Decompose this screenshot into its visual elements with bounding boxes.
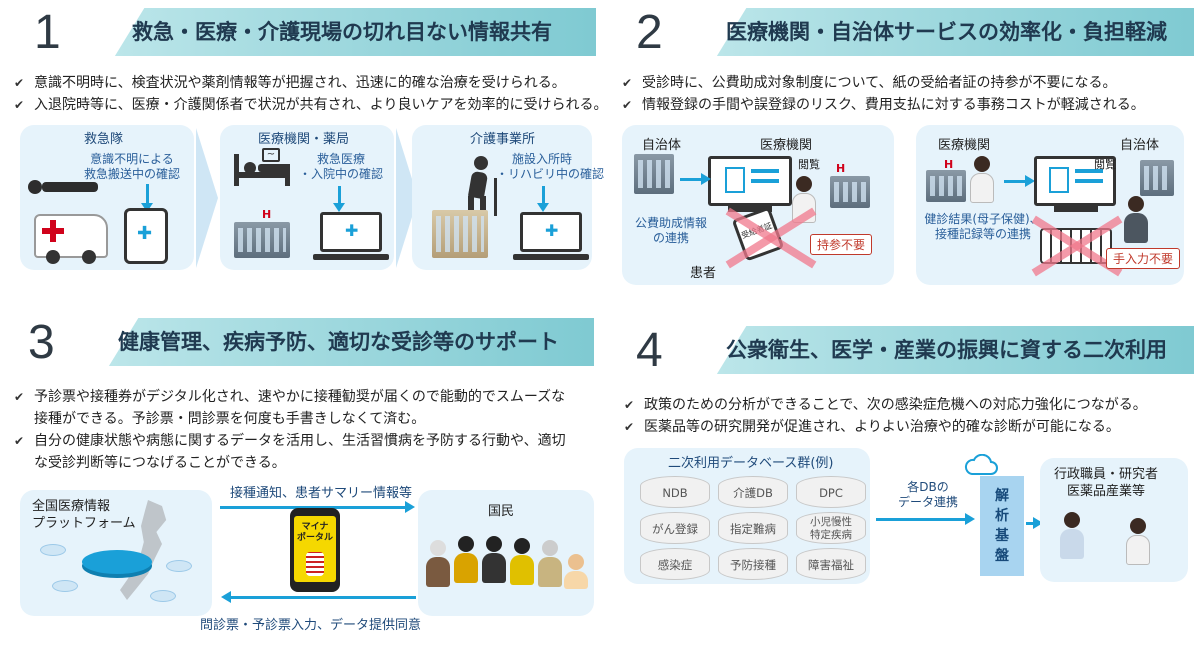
column-heading: 介護事業所: [470, 132, 536, 147]
database-cylinder: がん登録: [640, 512, 710, 544]
ambulance-icon: [34, 214, 108, 264]
down-arrow-icon: [333, 186, 345, 212]
stretcher-person-icon: [28, 176, 98, 196]
section-1-title: 救急・医療・介護現場の切れ目ない情報共有: [132, 20, 552, 44]
analysis-platform: 解 析 基 盤: [980, 476, 1024, 576]
column-heading: 医療機関・薬局: [258, 132, 350, 147]
database-cylinder: 小児慢性 特定疾病: [796, 512, 866, 544]
column-note: 救急医療 ・入院中の確認: [298, 152, 383, 181]
db-title: 二次利用データベース群(例): [668, 456, 834, 471]
staff-icon: [1124, 196, 1148, 243]
section-3-header: 3 健康管理、疾病予防、適切な受診等のサポート: [14, 312, 594, 374]
bullet: 自分の健康状態や病態に関するデータを活用し、生活習慣病を予防する行動や、適切な受…: [14, 430, 574, 474]
citizens-group-icon: [424, 536, 588, 596]
building-icon: [830, 176, 870, 208]
panel-label: 自治体: [642, 138, 682, 153]
app-label: マイナ ポータル: [296, 522, 333, 543]
patient-label: 患者: [690, 266, 717, 281]
column-note: 意識不明による 救急搬送中の確認: [83, 152, 180, 181]
bullet: 予診票や接種券がデジタル化され、速やかに接種勧奨が届くので能動的でスムーズな接種…: [14, 386, 574, 430]
link-note: 公費助成情報 の連携: [634, 216, 707, 245]
link-label: 各DBの データ連携: [897, 480, 958, 509]
monitor-icon: [708, 156, 792, 206]
panel-label: 医療機関: [760, 138, 813, 153]
building-icon: [926, 170, 966, 202]
section-2-bullets: 受診時に、公費助成対象制度について、紙の受給者証の持参が不要になる。 情報登録の…: [622, 72, 1182, 116]
citizens-label: 国民: [488, 504, 515, 519]
users-label: 行政職員・研究者 医薬品産業等: [1054, 467, 1159, 499]
section-3-title: 健康管理、疾病予防、適切な受診等のサポート: [118, 330, 559, 354]
bullet: 医薬品等の研究開発が促進され、よりよい治療や的確な診断が可能になる。: [624, 416, 1184, 438]
bullet: 受診時に、公費助成対象制度について、紙の受給者証の持参が不要になる。: [622, 72, 1182, 94]
bullet: 政策のための分析ができることで、次の感染症危機への対応力強化につながる。: [624, 394, 1184, 416]
section-4-title: 公衆衛生、医学・産業の振興に資する二次利用: [726, 338, 1167, 362]
section-3-number: 3: [14, 312, 142, 374]
left-arrow-icon: [221, 591, 416, 603]
view-label: 閲覧: [798, 158, 820, 171]
section-1-number: 1: [20, 2, 148, 64]
section-2-number: 2: [622, 2, 750, 64]
database-cylinder: 予防接種: [718, 548, 788, 580]
researcher-icon: [1060, 512, 1084, 559]
section-4-bullets: 政策のための分析ができることで、次の感染症危機への対応力強化につながる。 医薬品…: [624, 394, 1184, 438]
panel-label: 医療機関: [938, 138, 991, 153]
hospital-sign: H: [836, 162, 846, 175]
hospital-bed-icon: [234, 150, 290, 186]
building-icon: [634, 154, 674, 194]
no-bring-tag: 持参不要: [810, 234, 873, 255]
bullet: 情報登録の手間や誤登録のリスク、費用支払に対する事務コストが軽減される。: [622, 94, 1182, 116]
column-heading: 救急隊: [84, 132, 124, 147]
column-note: 施設入所時 ・リハビリ中の確認: [496, 152, 605, 181]
section-3-bullets: 予診票や接種券がデジタル化され、速やかに接種勧奨が届くので能動的でスムーズな接種…: [14, 386, 574, 474]
down-arrow-icon: [537, 186, 549, 212]
hospital-sign: H: [944, 158, 954, 171]
database-cylinder: 障害福祉: [796, 548, 866, 580]
section-2-title: 医療機関・自治体サービスの効率化・負担軽減: [726, 20, 1167, 44]
smartphone-icon: マイナ ポータル: [290, 508, 340, 592]
monitor-icon: [1034, 156, 1116, 206]
laptop-icon: [513, 212, 589, 260]
doctor-icon: [970, 156, 994, 203]
database-cylinder: NDB: [640, 476, 710, 508]
section-1-header: 1 救急・医療・介護現場の切れ目ない情報共有: [20, 2, 596, 64]
right-arrow-icon: [1004, 175, 1035, 187]
platform-label: 全国医療情報 プラットフォーム: [32, 499, 136, 531]
no-manual-input-tag: 手入力不要: [1106, 248, 1181, 269]
view-label: 閲覧: [1094, 158, 1116, 171]
panel-label: 自治体: [1120, 138, 1160, 153]
top-arrow-label: 接種通知、患者サマリー情報等: [230, 486, 413, 501]
link-note: 健診結果(母子保健)、 接種記録等の連携: [924, 212, 1042, 241]
right-arrow-icon: [876, 513, 975, 525]
building-icon: [1140, 160, 1174, 196]
chevron-icon: [196, 128, 218, 268]
database-cylinder: 指定難病: [718, 512, 788, 544]
doctor-icon: [1126, 518, 1150, 565]
section-2-header: 2 医療機関・自治体サービスの効率化・負担軽減: [622, 2, 1194, 64]
right-arrow-icon: [220, 501, 415, 513]
database-cylinder: DPC: [796, 476, 866, 508]
laptop-icon: [313, 212, 389, 260]
database-cylinder: 介護DB: [718, 476, 788, 508]
prohibit-icon: [726, 208, 816, 268]
section-4-number: 4: [622, 320, 750, 382]
bullet: 意識不明時に、検査状況や薬剤情報等が把握され、迅速に的確な治療を受けられる。: [14, 72, 604, 94]
care-facility-icon: [432, 210, 488, 258]
down-arrow-icon: [141, 184, 153, 212]
section-4-header: 4 公衆衛生、医学・産業の振興に資する二次利用: [622, 320, 1194, 382]
monitor-icon: ~: [262, 148, 280, 162]
bottom-arrow-label: 問診票・予診票入力、データ提供同意: [200, 618, 422, 633]
cloud-icon: [964, 453, 998, 476]
elderly-person-icon: [462, 156, 506, 216]
right-arrow-icon: [680, 173, 711, 185]
section-1-bullets: 意識不明時に、検査状況や薬剤情報等が把握され、迅速に的確な治療を受けられる。 入…: [14, 72, 607, 116]
building-icon: [234, 222, 290, 258]
hospital-sign: H: [262, 208, 272, 221]
tablet-icon: [124, 208, 168, 264]
database-cylinder: 感染症: [640, 548, 710, 580]
panel-citizens: [418, 490, 594, 616]
right-arrow-icon: [1026, 517, 1043, 529]
bullet: 入退院時等に、医療・介護関係者で状況が共有され、より良いケアを効率的に受けられる…: [14, 94, 607, 116]
hub-icon: [82, 550, 152, 574]
